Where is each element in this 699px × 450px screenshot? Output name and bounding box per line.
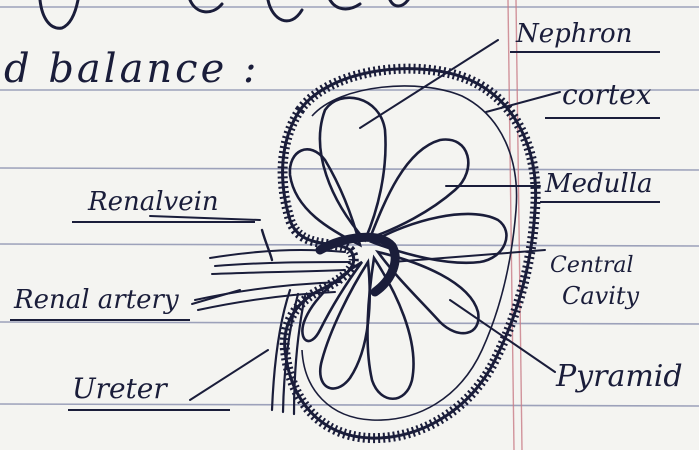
pyramid-pointer [450, 300, 555, 372]
label-cortex: cortex [562, 78, 652, 111]
heading-scribble [40, 0, 408, 28]
label-nephron: Nephron [515, 19, 632, 49]
label-renal-vein: Renalvein [87, 187, 219, 217]
renal-artery-pointer [192, 290, 240, 304]
label-pyramid: Pyramid [555, 359, 683, 394]
ureter-pointer [190, 350, 268, 400]
label-renal-artery: Renal artery [13, 285, 179, 315]
label-medulla: Medulla [544, 169, 653, 199]
heading-fragment: d balance : [4, 46, 259, 92]
cortex-pointer [486, 92, 560, 112]
label-ureter: Ureter [72, 372, 168, 405]
label-central-cavity-line1: Central [550, 253, 634, 278]
label-central-cavity-line2: Cavity [562, 282, 640, 310]
